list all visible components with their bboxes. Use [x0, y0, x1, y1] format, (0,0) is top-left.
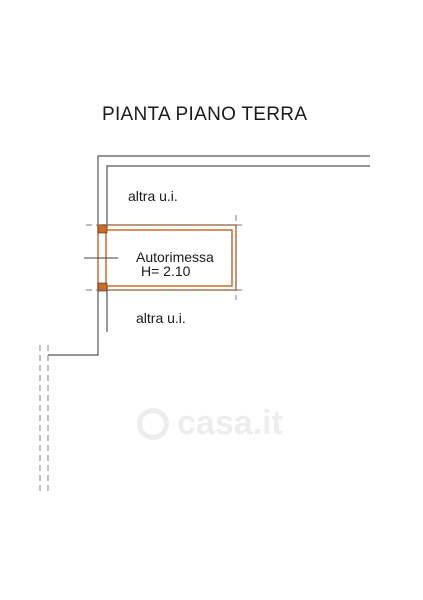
pillar-bottom	[97, 282, 108, 292]
outer-wall-outer-line	[97, 155, 370, 228]
lower-unit-label: altra u.i.	[136, 310, 186, 326]
garage-name-label: Autorimessa	[136, 249, 214, 265]
outer-walls	[48, 155, 370, 356]
pillars	[97, 224, 108, 292]
upper-unit-label: altra u.i.	[128, 188, 178, 204]
watermark-ring-icon	[137, 407, 169, 440]
reference-lines	[39, 215, 242, 495]
plan-title: PIANTA PIANO TERRA	[102, 104, 308, 125]
outer-wall-inner-line	[106, 165, 370, 228]
pillar-top	[97, 224, 108, 234]
watermark-text: casa.it	[177, 404, 283, 442]
left-wall-lower-outer	[48, 287, 99, 356]
garage-height-label: H= 2.10	[141, 263, 191, 279]
watermark-logo: casa.it	[137, 404, 283, 443]
